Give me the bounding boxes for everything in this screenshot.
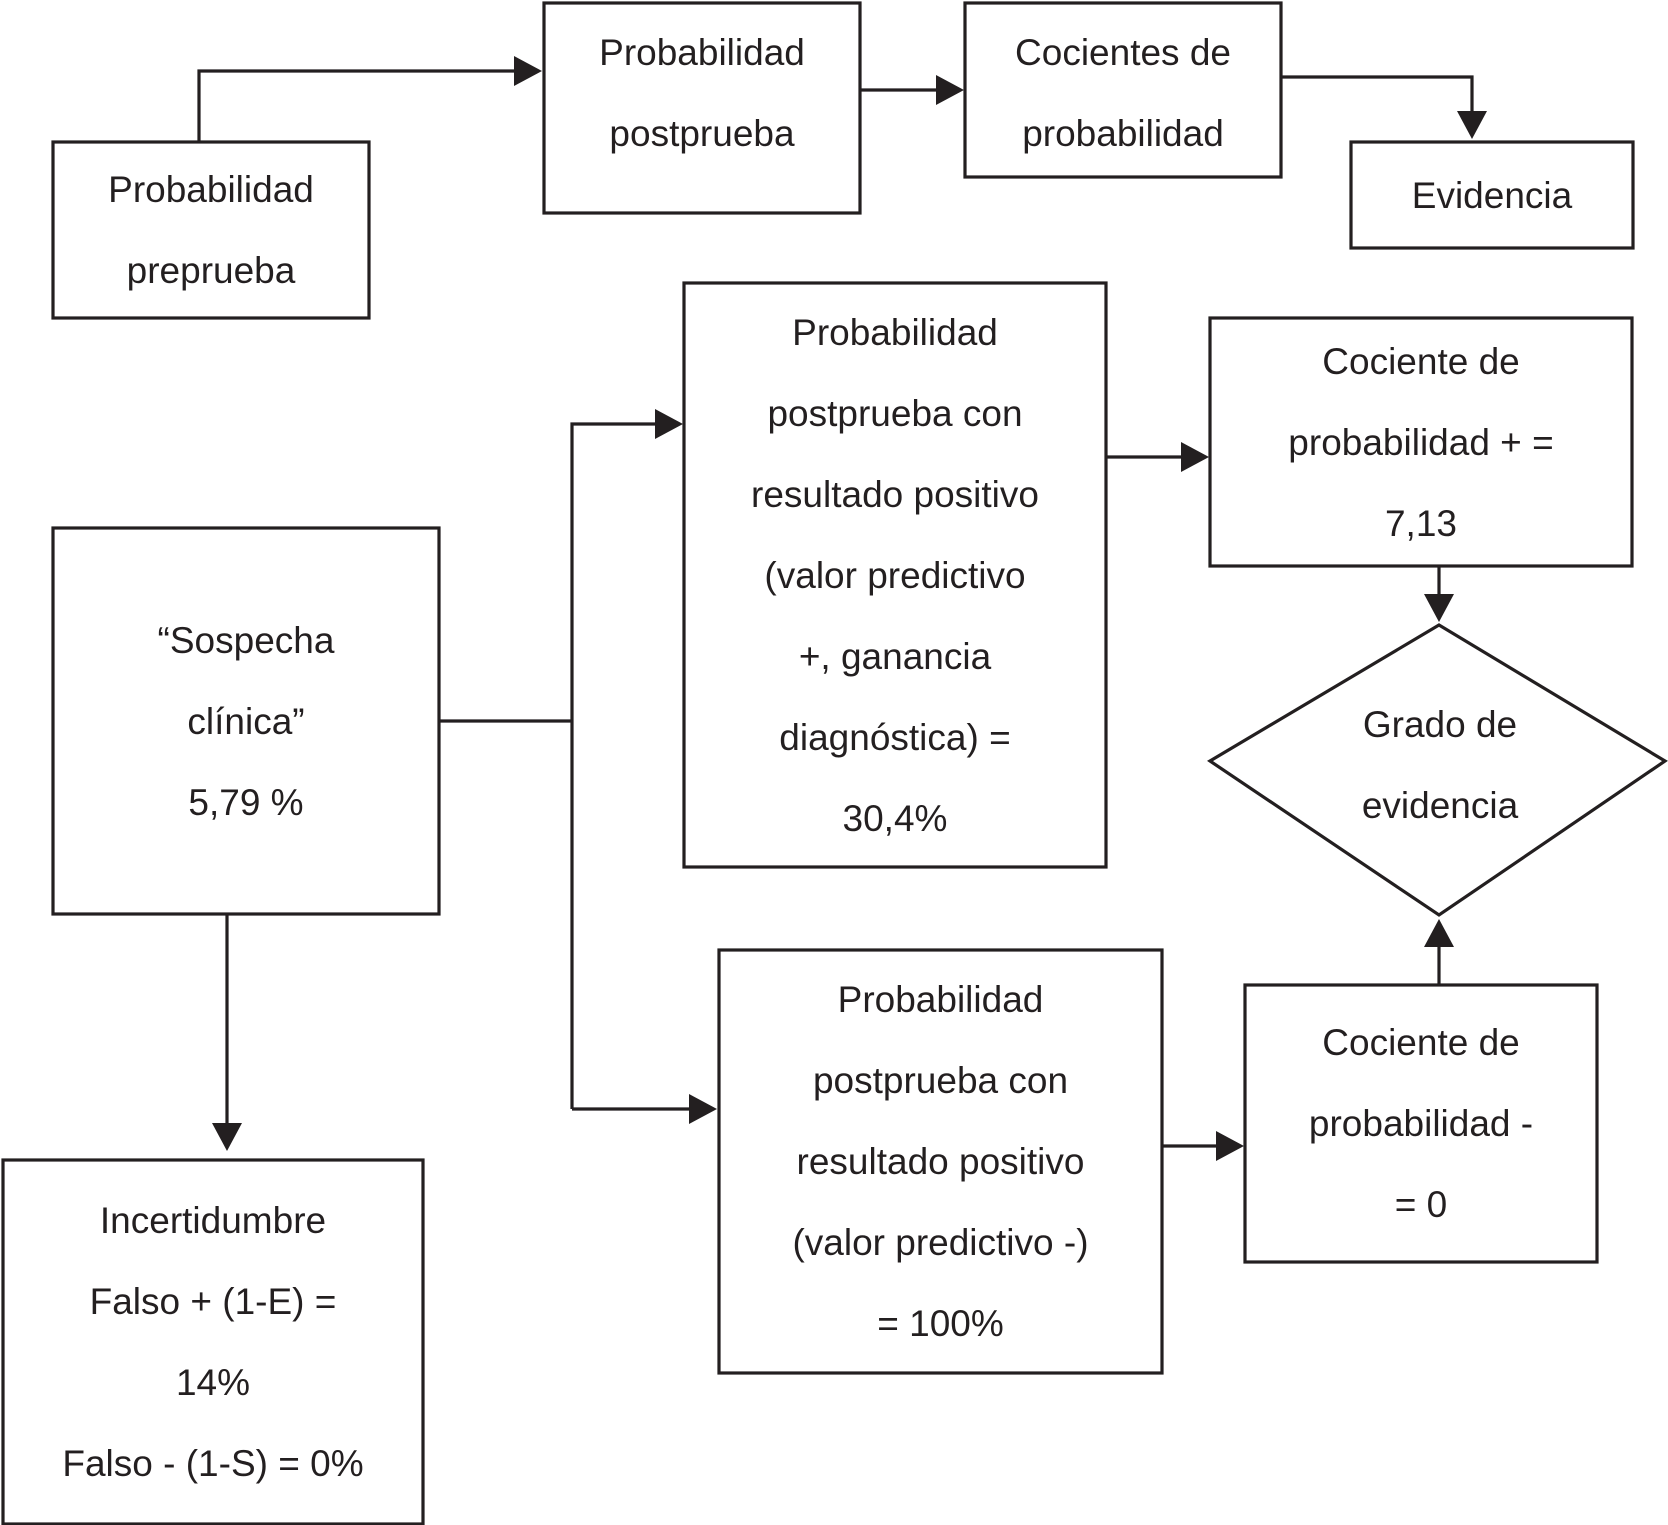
arrowhead: [1424, 594, 1454, 622]
connector-pretest-posttest: [197, 69, 515, 142]
box-pretest: [51, 140, 371, 320]
label-posttest-positive: Probabilidad postprueba con resultado po…: [751, 311, 1039, 839]
label-evidence: Evidencia: [1411, 174, 1573, 216]
arrowhead: [1457, 111, 1487, 139]
arrowhead: [212, 1123, 242, 1151]
arrowhead: [936, 75, 964, 105]
label-posttest-negative: Probabilidad postprueba con resultado po…: [792, 979, 1089, 1344]
box-lr-positive: [1208, 316, 1634, 568]
box-likelihood-ratios: [963, 1, 1283, 179]
arrowhead: [514, 56, 542, 86]
box-clinical-suspicion: [51, 526, 441, 916]
box-posttest-negative: [717, 948, 1164, 1375]
label-posttest: Probabilidad postprueba: [599, 32, 805, 154]
label-lr-positive: Cociente de probabilidad + = 7,13: [1288, 340, 1554, 544]
box-lr-negative: [1243, 983, 1599, 1264]
connector-ratios-evidence: [1281, 75, 1474, 112]
label-pretest: Probabilidad preprueba: [108, 169, 314, 291]
arrowhead: [1424, 919, 1454, 947]
label-clinical-suspicion: “Sospecha clínica” 5,79 %: [157, 619, 335, 823]
label-evidence-grade: Grado de evidencia: [1361, 704, 1519, 826]
label-likelihood-ratios: Cocientes de probabilidad: [1015, 32, 1231, 154]
connector-split-positive: [570, 422, 656, 1109]
arrowhead: [689, 1094, 717, 1124]
label-lr-negative: Cociente de probabilidad - = 0: [1308, 1022, 1534, 1225]
arrowhead: [1216, 1131, 1244, 1161]
diamond-evidence-grade: [1207, 623, 1668, 917]
label-uncertainty: Incertidumbre Falso + (1-E) = 14% Falso …: [62, 1200, 364, 1484]
box-posttest: [542, 1, 862, 215]
box-posttest-positive: [682, 281, 1108, 869]
box-evidence: [1349, 140, 1635, 250]
arrowhead: [655, 409, 683, 439]
box-uncertainty: [1, 1158, 425, 1525]
arrowhead: [1181, 442, 1209, 472]
